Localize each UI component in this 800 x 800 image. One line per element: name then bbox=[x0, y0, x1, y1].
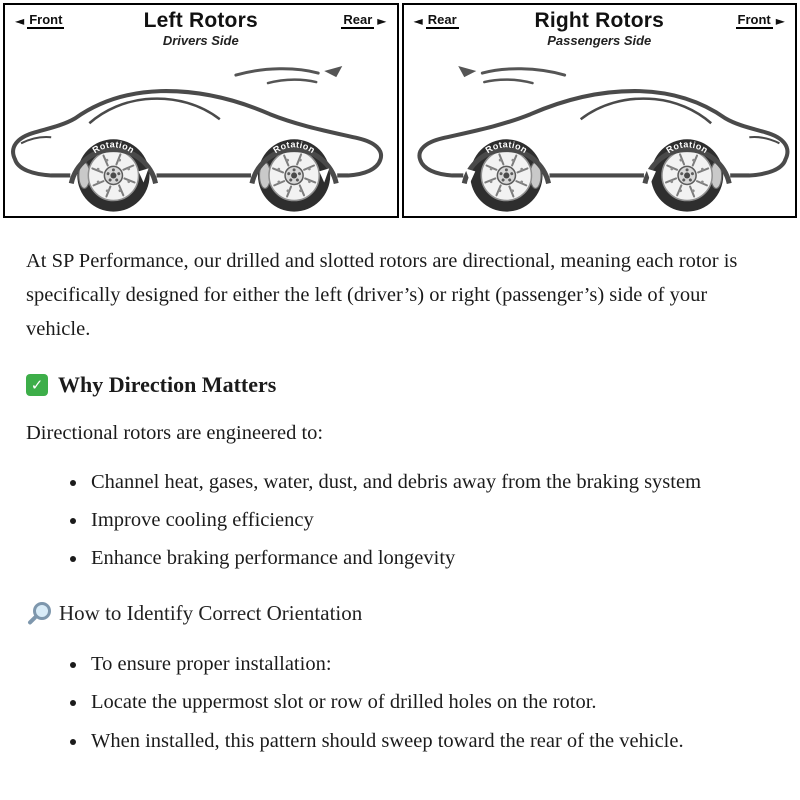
front-direction-label: Front ► bbox=[735, 12, 785, 29]
rotation-label-front-wheel: Rotation bbox=[91, 139, 137, 155]
right-panel-subtitle: Passengers Side bbox=[547, 33, 652, 49]
benefits-list: Channel heat, gases, water, dust, and de… bbox=[26, 466, 774, 576]
list-item: Enhance braking performance and longevit… bbox=[88, 542, 774, 575]
right-arrow-icon: ► bbox=[775, 14, 785, 28]
car-body-right bbox=[419, 66, 787, 216]
magnifier-icon bbox=[26, 601, 51, 626]
section-heading-why-direction-matters: ✓ Why Direction Matters bbox=[26, 372, 774, 398]
article: At SP Performance, our drilled and slott… bbox=[0, 218, 800, 792]
rear-label: Rear bbox=[341, 12, 375, 29]
list-item: Channel heat, gases, water, dust, and de… bbox=[88, 466, 774, 499]
section1-title: Why Direction Matters bbox=[58, 371, 277, 397]
left-car-illustration: Rotation Rotation bbox=[5, 57, 397, 216]
orientation-list: To ensure proper installation: Locate th… bbox=[26, 648, 774, 758]
check-glyph: ✓ bbox=[30, 375, 44, 394]
list-item: When installed, this pattern should swee… bbox=[88, 725, 774, 758]
left-arrow-icon: ◄ bbox=[15, 14, 25, 28]
left-arrow-icon: ◄ bbox=[413, 14, 423, 28]
section2-title: How to Identify Correct Orientation bbox=[59, 601, 363, 626]
left-panel-header: ◄ Front Left Rotors Drivers Side Rear ► bbox=[5, 5, 397, 57]
left-panel-title: Left Rotors bbox=[143, 9, 258, 32]
left-rotors-panel: ◄ Front Left Rotors Drivers Side Rear ► … bbox=[3, 3, 399, 218]
section1-lead: Directional rotors are engineered to: bbox=[26, 421, 324, 444]
right-panel-header: ◄ Rear Right Rotors Passengers Side Fron… bbox=[404, 5, 796, 57]
magnifier-lens bbox=[33, 601, 51, 620]
front-direction-label: ◄ Front bbox=[15, 12, 65, 29]
left-panel-subtitle: Drivers Side bbox=[162, 33, 239, 49]
check-icon: ✓ bbox=[26, 373, 48, 396]
right-car-illustration: Rotation Rotation bbox=[404, 57, 796, 216]
section-heading-identify-orientation: How to Identify Correct Orientation bbox=[26, 601, 774, 626]
rear-label: Rear bbox=[425, 12, 459, 29]
right-panel-title: Right Rotors bbox=[534, 9, 665, 32]
rotation-arrowhead bbox=[138, 168, 149, 183]
rotation-arrowhead bbox=[464, 168, 475, 183]
right-rotors-panel: ◄ Rear Right Rotors Passengers Side Fron… bbox=[401, 3, 797, 218]
list-item: Locate the uppermost slot or row of dril… bbox=[88, 686, 774, 719]
rotation-label-rear-wheel: Rotation bbox=[664, 139, 710, 155]
rotation-arrowhead bbox=[645, 168, 656, 183]
magnifier-handle bbox=[27, 614, 38, 626]
right-arrow-icon: ► bbox=[377, 14, 387, 28]
car-body-left bbox=[13, 66, 381, 216]
front-label: Front bbox=[735, 12, 773, 29]
list-item: Improve cooling efficiency bbox=[88, 504, 774, 537]
intro-paragraph: At SP Performance, our drilled and slott… bbox=[26, 249, 738, 340]
rotation-label-rear-wheel: Rotation bbox=[271, 139, 317, 155]
rotor-direction-diagram: ◄ Front Left Rotors Drivers Side Rear ► … bbox=[0, 0, 800, 218]
list-item: To ensure proper installation: bbox=[88, 648, 774, 681]
front-label: Front bbox=[27, 12, 65, 29]
rear-direction-label: Rear ► bbox=[341, 12, 387, 29]
rear-direction-label: ◄ Rear bbox=[414, 13, 459, 29]
rotation-arrowhead bbox=[319, 168, 330, 183]
rotation-label-front-wheel: Rotation bbox=[483, 139, 529, 155]
